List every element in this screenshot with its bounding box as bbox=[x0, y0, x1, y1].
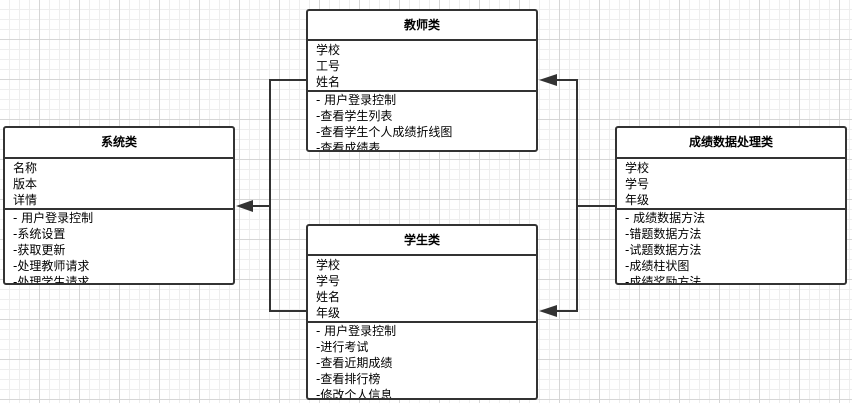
arrowhead-teacher bbox=[539, 74, 557, 86]
method-item: -进行考试 bbox=[316, 340, 369, 354]
method-item: -成绩柱状图 bbox=[625, 259, 690, 273]
method-item: -错题数据方法 bbox=[625, 227, 702, 241]
attribute-item: 学号 bbox=[316, 274, 341, 288]
attribute-item: 年级 bbox=[625, 193, 650, 207]
class-box-score-processing[interactable]: 成绩数据处理类 学校学号年级 - 成绩数据方法 -错题数据方法 -试题数据方法 -成绩… bbox=[615, 126, 847, 285]
method-item: -试题数据方法 bbox=[625, 243, 702, 257]
attribute-item: 学校 bbox=[316, 43, 341, 57]
method-item: -查看近期成绩 bbox=[316, 356, 393, 370]
method-item: -系统设置 bbox=[13, 227, 66, 241]
method-item: -获取更新 bbox=[13, 243, 66, 257]
arrowhead-system bbox=[236, 200, 253, 212]
method-item: -查看排行榜 bbox=[316, 372, 381, 386]
attribute-item: 姓名 bbox=[316, 290, 341, 304]
method-item: -处理教师请求 bbox=[13, 259, 90, 273]
attribute-item: 工号 bbox=[316, 59, 341, 73]
attribute-list: 学校工号姓名 bbox=[308, 41, 536, 92]
class-title: 教师类 bbox=[308, 11, 536, 41]
method-list: - 用户登录控制 -查看学生列表 -查看学生个人成绩折线图 -查看成绩表 bbox=[308, 92, 536, 152]
attribute-list: 学校学号姓名年级 bbox=[308, 256, 536, 323]
arrowhead-student bbox=[539, 305, 557, 317]
attribute-item: 学校 bbox=[316, 258, 341, 272]
edge-score-to-student bbox=[556, 206, 578, 312]
class-title: 系统类 bbox=[5, 128, 233, 159]
method-item: - 用户登录控制 bbox=[316, 324, 397, 338]
method-item: - 用户登录控制 bbox=[13, 211, 94, 225]
method-list: - 用户登录控制 -进行考试 -查看近期成绩 -查看排行榜 -修改个人信息 bbox=[308, 323, 536, 400]
class-box-system[interactable]: 系统类 名称版本详情 - 用户登录控制 -系统设置 -获取更新 -处理教师请求 -处理学… bbox=[3, 126, 235, 285]
method-item: -修改个人信息 bbox=[316, 388, 393, 400]
class-box-student[interactable]: 学生类 学校学号姓名年级 - 用户登录控制-进行考试-查看近期成绩-查看排行榜-… bbox=[306, 224, 538, 400]
method-item: -处理学生请求 bbox=[13, 275, 90, 285]
attribute-item: 名称 bbox=[13, 161, 38, 175]
method-item: -查看成绩表 bbox=[316, 141, 381, 152]
attribute-list: 名称版本详情 bbox=[5, 159, 233, 210]
method-item: - 成绩数据方法 bbox=[625, 211, 706, 225]
attribute-item: 版本 bbox=[13, 177, 38, 191]
method-item: -成绩奖励方法 bbox=[625, 275, 702, 285]
attribute-item: 学号 bbox=[625, 177, 650, 191]
edge-student-to-system bbox=[269, 206, 306, 312]
attribute-item: 年级 bbox=[316, 306, 341, 320]
method-item: - 用户登录控制 bbox=[316, 93, 397, 107]
method-item: -查看学生个人成绩折线图 bbox=[316, 125, 453, 139]
attribute-item: 详情 bbox=[13, 193, 38, 207]
edge-teacher-to-system bbox=[252, 79, 306, 207]
class-title: 学生类 bbox=[308, 226, 536, 256]
method-list: - 用户登录控制 -系统设置 -获取更新 -处理教师请求 -处理学生请求 bbox=[5, 210, 233, 285]
method-list: - 成绩数据方法 -错题数据方法 -试题数据方法 -成绩柱状图 -成绩奖励方法 bbox=[617, 210, 845, 285]
class-box-teacher[interactable]: 教师类 学校工号姓名 - 用户登录控制 -查看学生列表 -查看学生个人成绩折线图 -查… bbox=[306, 9, 538, 152]
attribute-item: 学校 bbox=[625, 161, 650, 175]
edge-score-to-teacher bbox=[556, 79, 615, 207]
method-item: -查看学生列表 bbox=[316, 109, 393, 123]
attribute-list: 学校学号年级 bbox=[617, 159, 845, 210]
class-title: 成绩数据处理类 bbox=[617, 128, 845, 159]
attribute-item: 姓名 bbox=[316, 75, 341, 89]
